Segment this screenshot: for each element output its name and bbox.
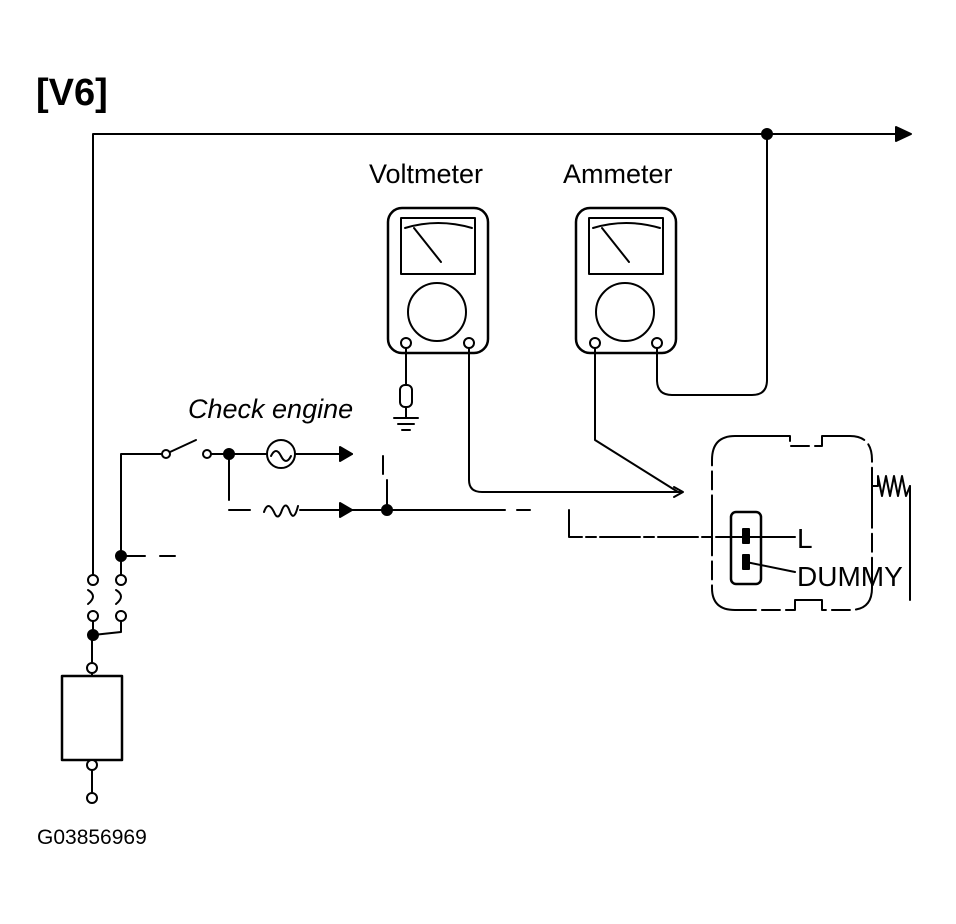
ignition-circuit [115,439,267,576]
voltmeter-ground-lead [393,347,419,431]
fuse-left [87,574,99,636]
voltmeter-positive-lead [468,347,684,498]
figure-id: G03856969 [37,826,147,849]
alternator-fan [871,475,911,601]
terminal-l-label: L [797,523,813,554]
main-positive-line [92,126,912,581]
battery [60,634,124,804]
relay-coil [228,458,531,518]
junction-battery [87,629,99,641]
diagram-title: [V6] [36,72,108,114]
alternator-connector [568,509,796,586]
voltmeter [386,206,490,355]
fuse-right [92,574,127,636]
alternator [711,435,873,611]
check-engine-label: Check engine [188,394,354,424]
ammeter [574,206,678,355]
check-engine-lamp [266,439,384,475]
ammeter-leads [594,138,768,493]
terminal-dummy-label: DUMMY [797,561,903,592]
voltmeter-label: Voltmeter [369,159,484,189]
ammeter-label: Ammeter [563,159,673,189]
